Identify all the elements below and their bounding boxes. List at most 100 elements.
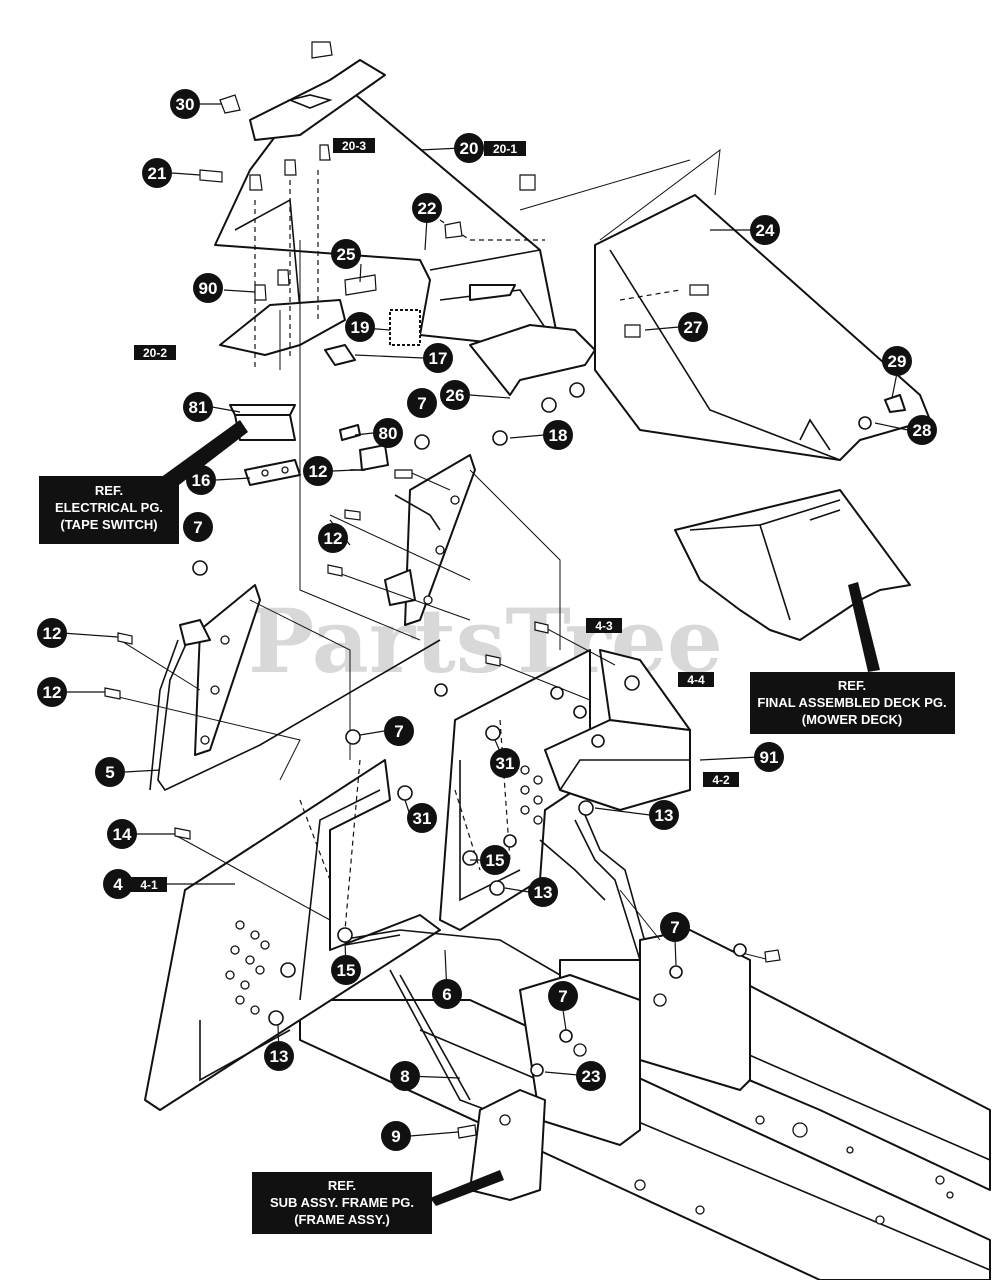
callout-13-a: 13: [649, 800, 679, 830]
hardware-bolts: [104, 41, 781, 1139]
tag-20-1: 20-1: [484, 141, 526, 156]
callout-22: 22: [412, 193, 442, 223]
svg-text:13: 13: [270, 1047, 289, 1066]
svg-text:91: 91: [760, 748, 779, 767]
callout-13-b: 13: [528, 877, 558, 907]
svg-text:20-3: 20-3: [342, 139, 366, 153]
callout-81: 81: [183, 392, 213, 422]
svg-text:28: 28: [913, 421, 932, 440]
svg-text:20-1: 20-1: [493, 142, 517, 156]
svg-text:15: 15: [337, 961, 356, 980]
callout-91: 91: [754, 742, 784, 772]
svg-text:9: 9: [391, 1127, 400, 1146]
svg-text:13: 13: [655, 806, 674, 825]
callout-7-e: 7: [548, 981, 578, 1011]
svg-text:4: 4: [113, 875, 123, 894]
callout-28: 28: [907, 415, 937, 445]
assembly-lines: [109, 148, 771, 961]
callout-15-a: 15: [480, 845, 510, 875]
callout-18: 18: [543, 420, 573, 450]
ref-deck-line3: (MOWER DECK): [802, 712, 902, 727]
callout-19: 19: [345, 312, 375, 342]
callout-6: 6: [432, 979, 462, 1009]
callout-5: 5: [95, 757, 125, 787]
svg-text:31: 31: [496, 754, 515, 773]
top-bracket: [249, 59, 386, 141]
lift-plate-left: [144, 759, 441, 1111]
tag-20-3: 20-3: [333, 138, 375, 153]
callout-29: 29: [882, 346, 912, 376]
reference-pointers: [160, 420, 880, 1206]
callout-16: 16: [186, 465, 216, 495]
callout-12-a: 12: [303, 456, 333, 486]
tag-4-1: 4-1: [131, 877, 167, 892]
svg-text:23: 23: [582, 1067, 601, 1086]
pivot-bracket-box: [544, 649, 691, 811]
callout-12-b: 12: [318, 523, 348, 553]
callout-24: 24: [750, 215, 780, 245]
callout-31-a: 31: [490, 748, 520, 778]
svg-text:16: 16: [192, 471, 211, 490]
callout-15-b: 15: [331, 955, 361, 985]
svg-text:31: 31: [413, 809, 432, 828]
callout-31-b: 31: [407, 803, 437, 833]
tag-20-2: 20-2: [134, 345, 176, 360]
callout-80: 80: [373, 418, 403, 448]
deflector-flap: [469, 324, 596, 396]
callout-7-c: 7: [384, 716, 414, 746]
callout-23: 23: [576, 1061, 606, 1091]
tag-4-4: 4-4: [678, 672, 714, 687]
svg-text:22: 22: [418, 199, 437, 218]
ref-deck-line2: FINAL ASSEMBLED DECK PG.: [757, 695, 946, 710]
ref-box-deck: REF. FINAL ASSEMBLED DECK PG. (MOWER DEC…: [750, 672, 955, 734]
tag-4-2: 4-2: [703, 772, 739, 787]
lift-handle: [149, 584, 441, 792]
svg-text:29: 29: [888, 352, 907, 371]
svg-text:18: 18: [549, 426, 568, 445]
switch-mount-plate: [219, 299, 346, 441]
svg-text:30: 30: [176, 95, 195, 114]
seat-housing: [214, 89, 561, 351]
svg-text:7: 7: [670, 918, 679, 937]
frame-uprights: [469, 929, 751, 1201]
svg-text:4-3: 4-3: [595, 619, 613, 633]
ref-frame-line1: REF.: [328, 1178, 356, 1193]
callout-14: 14: [107, 819, 137, 849]
tag-4-3: 4-3: [586, 618, 622, 633]
callout-8: 8: [390, 1061, 420, 1091]
ref-electrical-line1: REF.: [95, 483, 123, 498]
callout-25: 25: [331, 239, 361, 269]
svg-text:6: 6: [442, 985, 451, 1004]
discharge-cover: [594, 194, 931, 461]
callout-30: 30: [170, 89, 200, 119]
svg-text:12: 12: [309, 462, 328, 481]
deck-chute: [674, 489, 911, 641]
callout-7-a: 7: [407, 388, 437, 418]
svg-text:80: 80: [379, 424, 398, 443]
svg-text:8: 8: [400, 1067, 409, 1086]
svg-text:17: 17: [429, 349, 448, 368]
svg-text:4-2: 4-2: [712, 773, 730, 787]
svg-text:26: 26: [446, 386, 465, 405]
callout-7-b: 7: [183, 512, 213, 542]
svg-text:4-4: 4-4: [687, 673, 705, 687]
callout-9: 9: [381, 1121, 411, 1151]
callout-4: 4: [103, 869, 133, 899]
ref-box-frame: REF. SUB ASSY. FRAME PG. (FRAME ASSY.): [252, 1172, 432, 1234]
ref-frame-line3: (FRAME ASSY.): [294, 1212, 390, 1227]
svg-text:25: 25: [337, 245, 356, 264]
svg-text:20-2: 20-2: [143, 346, 167, 360]
svg-text:24: 24: [756, 221, 775, 240]
callout-13-c: 13: [264, 1041, 294, 1071]
svg-text:90: 90: [199, 279, 218, 298]
svg-text:15: 15: [486, 851, 505, 870]
ref-electrical-line3: (TAPE SWITCH): [60, 517, 157, 532]
callout-27: 27: [678, 312, 708, 342]
callout-12-d: 12: [37, 677, 67, 707]
upper-lift-lever: [384, 454, 476, 626]
svg-text:12: 12: [324, 529, 343, 548]
svg-text:12: 12: [43, 683, 62, 702]
callout-12-c: 12: [37, 618, 67, 648]
svg-text:19: 19: [351, 318, 370, 337]
